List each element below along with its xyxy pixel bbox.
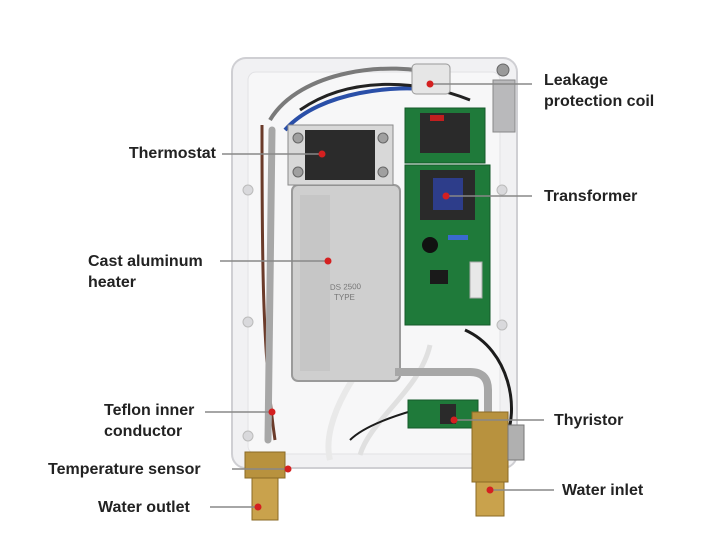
relay: [420, 113, 470, 153]
pointer-dot: [268, 408, 276, 416]
thermostat-screw: [377, 132, 389, 144]
pointer-dot: [486, 486, 494, 494]
pointer-dot: [426, 80, 434, 88]
screw-hole: [242, 430, 254, 442]
label-temp-sensor: Temperature sensor: [48, 461, 201, 478]
wire-white-2: [357, 344, 433, 456]
relay-terminal: [430, 115, 444, 121]
pointer-dot: [318, 150, 326, 158]
inlet-fitting-top: [471, 411, 509, 483]
pcb-chip: [430, 270, 448, 284]
pcb-resistor: [448, 235, 468, 240]
label-thermostat: Thermostat: [128, 145, 216, 162]
thermostat-screw: [292, 166, 304, 178]
pcb-capacitor: [422, 237, 438, 253]
wire-black-3: [349, 409, 416, 441]
pointer-dot: [284, 465, 292, 473]
wire-black: [299, 82, 471, 112]
label-thyristor: Thyristor: [554, 412, 624, 429]
leakage-bracket: [492, 79, 516, 133]
thermostat-screw: [292, 132, 304, 144]
screw-hole: [496, 63, 510, 77]
label-water-inlet: Water inlet: [562, 482, 644, 499]
screw-hole: [496, 184, 508, 196]
label-transformer: Transformer: [544, 188, 638, 205]
leakage-terminal: [411, 63, 451, 95]
pointer-dot: [450, 416, 458, 424]
screw-hole: [496, 319, 508, 331]
thermostat-body: [305, 130, 375, 180]
inlet-pipe: [395, 368, 492, 420]
heater-stamp-2: TYPE: [334, 293, 355, 302]
screw-hole: [242, 316, 254, 328]
pointer-dot: [324, 257, 332, 265]
inlet-side-bracket: [507, 424, 525, 461]
pointer-dot: [442, 192, 450, 200]
label-water-outlet: Water outlet: [98, 499, 190, 516]
outlet-fitting-bottom: [251, 477, 279, 521]
outlet-fitting-top: [244, 451, 286, 479]
heater-stamp: DS 2500: [330, 282, 362, 292]
label-teflon: Teflon inner conductor: [104, 402, 195, 440]
pcb-connector: [469, 261, 483, 299]
screw-hole: [242, 184, 254, 196]
outlet-pipe: [264, 126, 276, 444]
label-leakage: Leakage protection coil: [544, 72, 655, 110]
label-cast-heater: Cast aluminum heater: [88, 253, 203, 291]
cast-heater-shade: [300, 195, 330, 371]
thermostat-screw: [377, 166, 389, 178]
pointer-dot: [254, 503, 262, 511]
